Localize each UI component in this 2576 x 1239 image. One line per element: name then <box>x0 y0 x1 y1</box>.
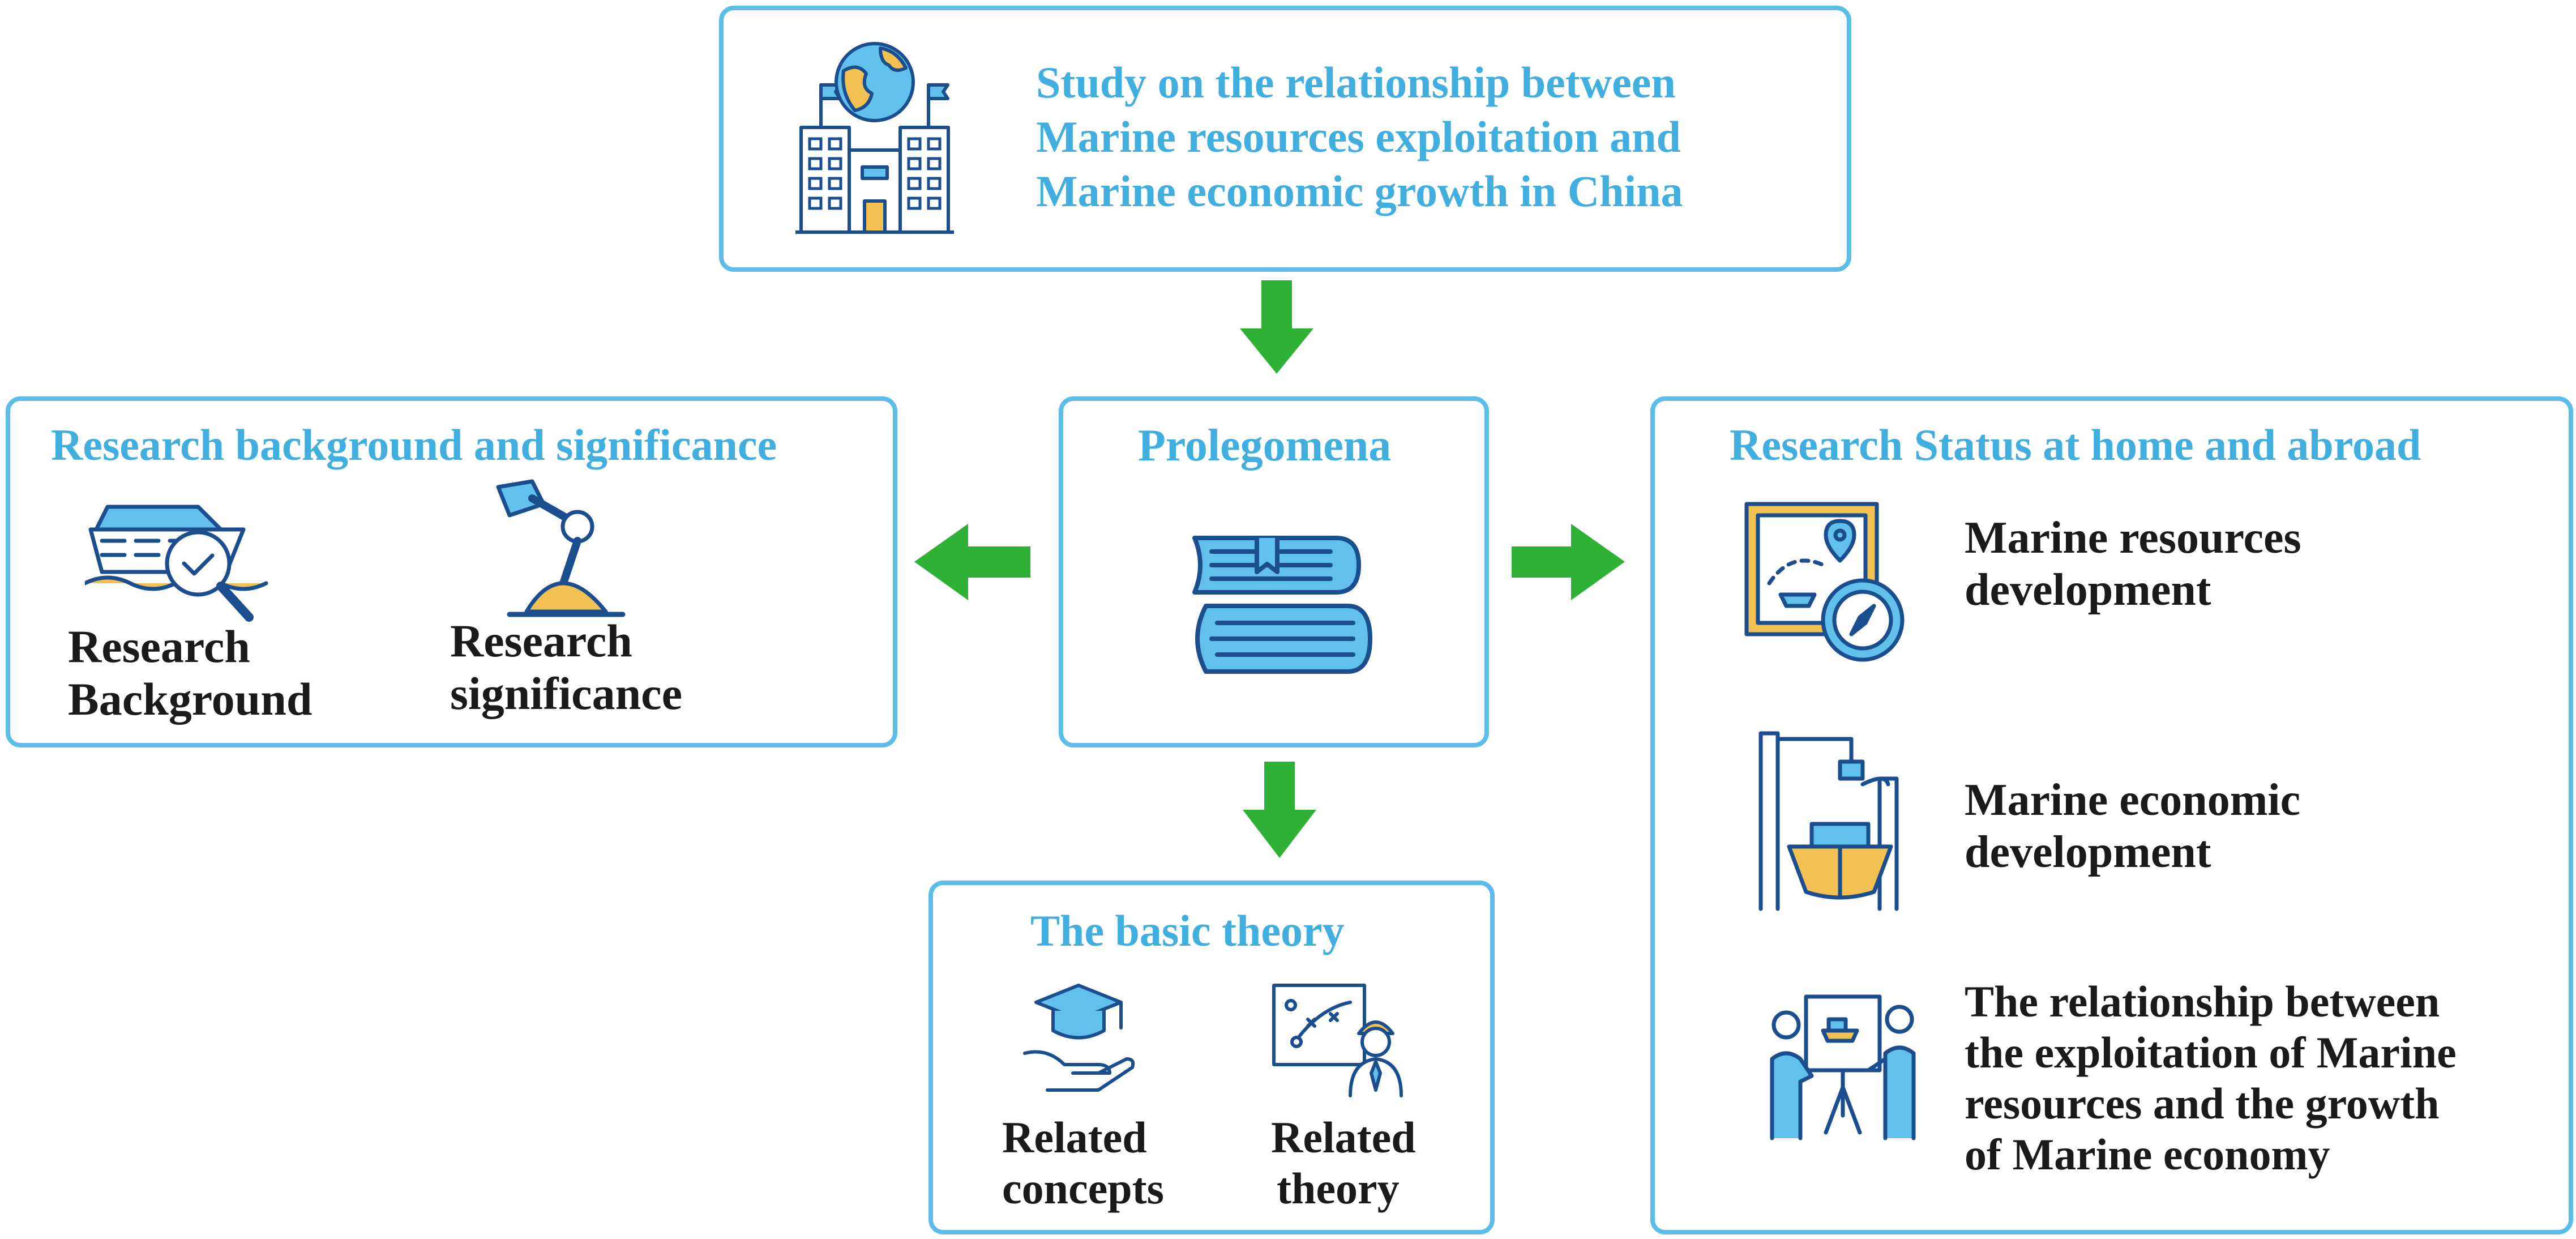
prolegomena-title: Prolegomena <box>1138 421 1392 471</box>
status-item-1-line-1: Marine resources <box>1965 513 2301 563</box>
research-background-label-line-1: Research <box>68 621 250 672</box>
research-background-label-line-2: Background <box>68 673 313 725</box>
related-concepts-label-line-2: concepts <box>1002 1164 1164 1213</box>
status-item-3-line-2: the exploitation of Marine <box>1965 1028 2457 1077</box>
presentation-meeting-icon <box>1770 994 1916 1140</box>
basic-theory-box <box>928 881 1495 1234</box>
top-title-line-2: Marine resources exploitation and <box>1036 112 1681 161</box>
related-theory-label-line-2: theory <box>1277 1164 1400 1213</box>
arrow-right-to-status <box>1512 524 1625 600</box>
books-icon <box>1192 536 1372 674</box>
arrow-down-to-theory <box>1243 762 1316 858</box>
related-concepts-label-line-1: Related <box>1002 1113 1147 1162</box>
graduation-hand-icon <box>1023 984 1135 1092</box>
research-status-title: Research Status at home and abroad <box>1730 420 2421 469</box>
arrow-left-to-background <box>914 524 1030 600</box>
engineer-plan-icon <box>1272 984 1403 1097</box>
status-item-2-line-1: Marine economic <box>1965 775 2301 825</box>
research-significance-label-line-1: Research <box>450 615 632 667</box>
status-item-3-line-1: The relationship between <box>1965 977 2440 1026</box>
research-significance-label-line-2: significance <box>450 668 682 719</box>
related-theory-label-line-1: Related <box>1271 1113 1416 1162</box>
ship-search-icon <box>85 505 268 622</box>
research-background-title: Research background and significance <box>51 420 777 469</box>
government-building-icon <box>795 42 954 234</box>
top-title-line-1: Study on the relationship between <box>1036 58 1676 107</box>
status-item-3-line-4: of Marine economy <box>1965 1130 2330 1179</box>
status-item-3-line-3: resources and the growth <box>1965 1079 2440 1128</box>
top-title-line-3: Marine economic growth in China <box>1036 166 1683 216</box>
map-compass-icon <box>1744 502 1905 662</box>
status-item-1-line-2: development <box>1965 565 2211 615</box>
shipyard-crane-icon <box>1758 731 1899 911</box>
robot-arm-icon <box>496 479 626 617</box>
arrow-down-to-prolegomena <box>1240 280 1313 374</box>
status-item-2-line-2: development <box>1965 827 2211 877</box>
basic-theory-title: The basic theory <box>1030 906 1345 955</box>
